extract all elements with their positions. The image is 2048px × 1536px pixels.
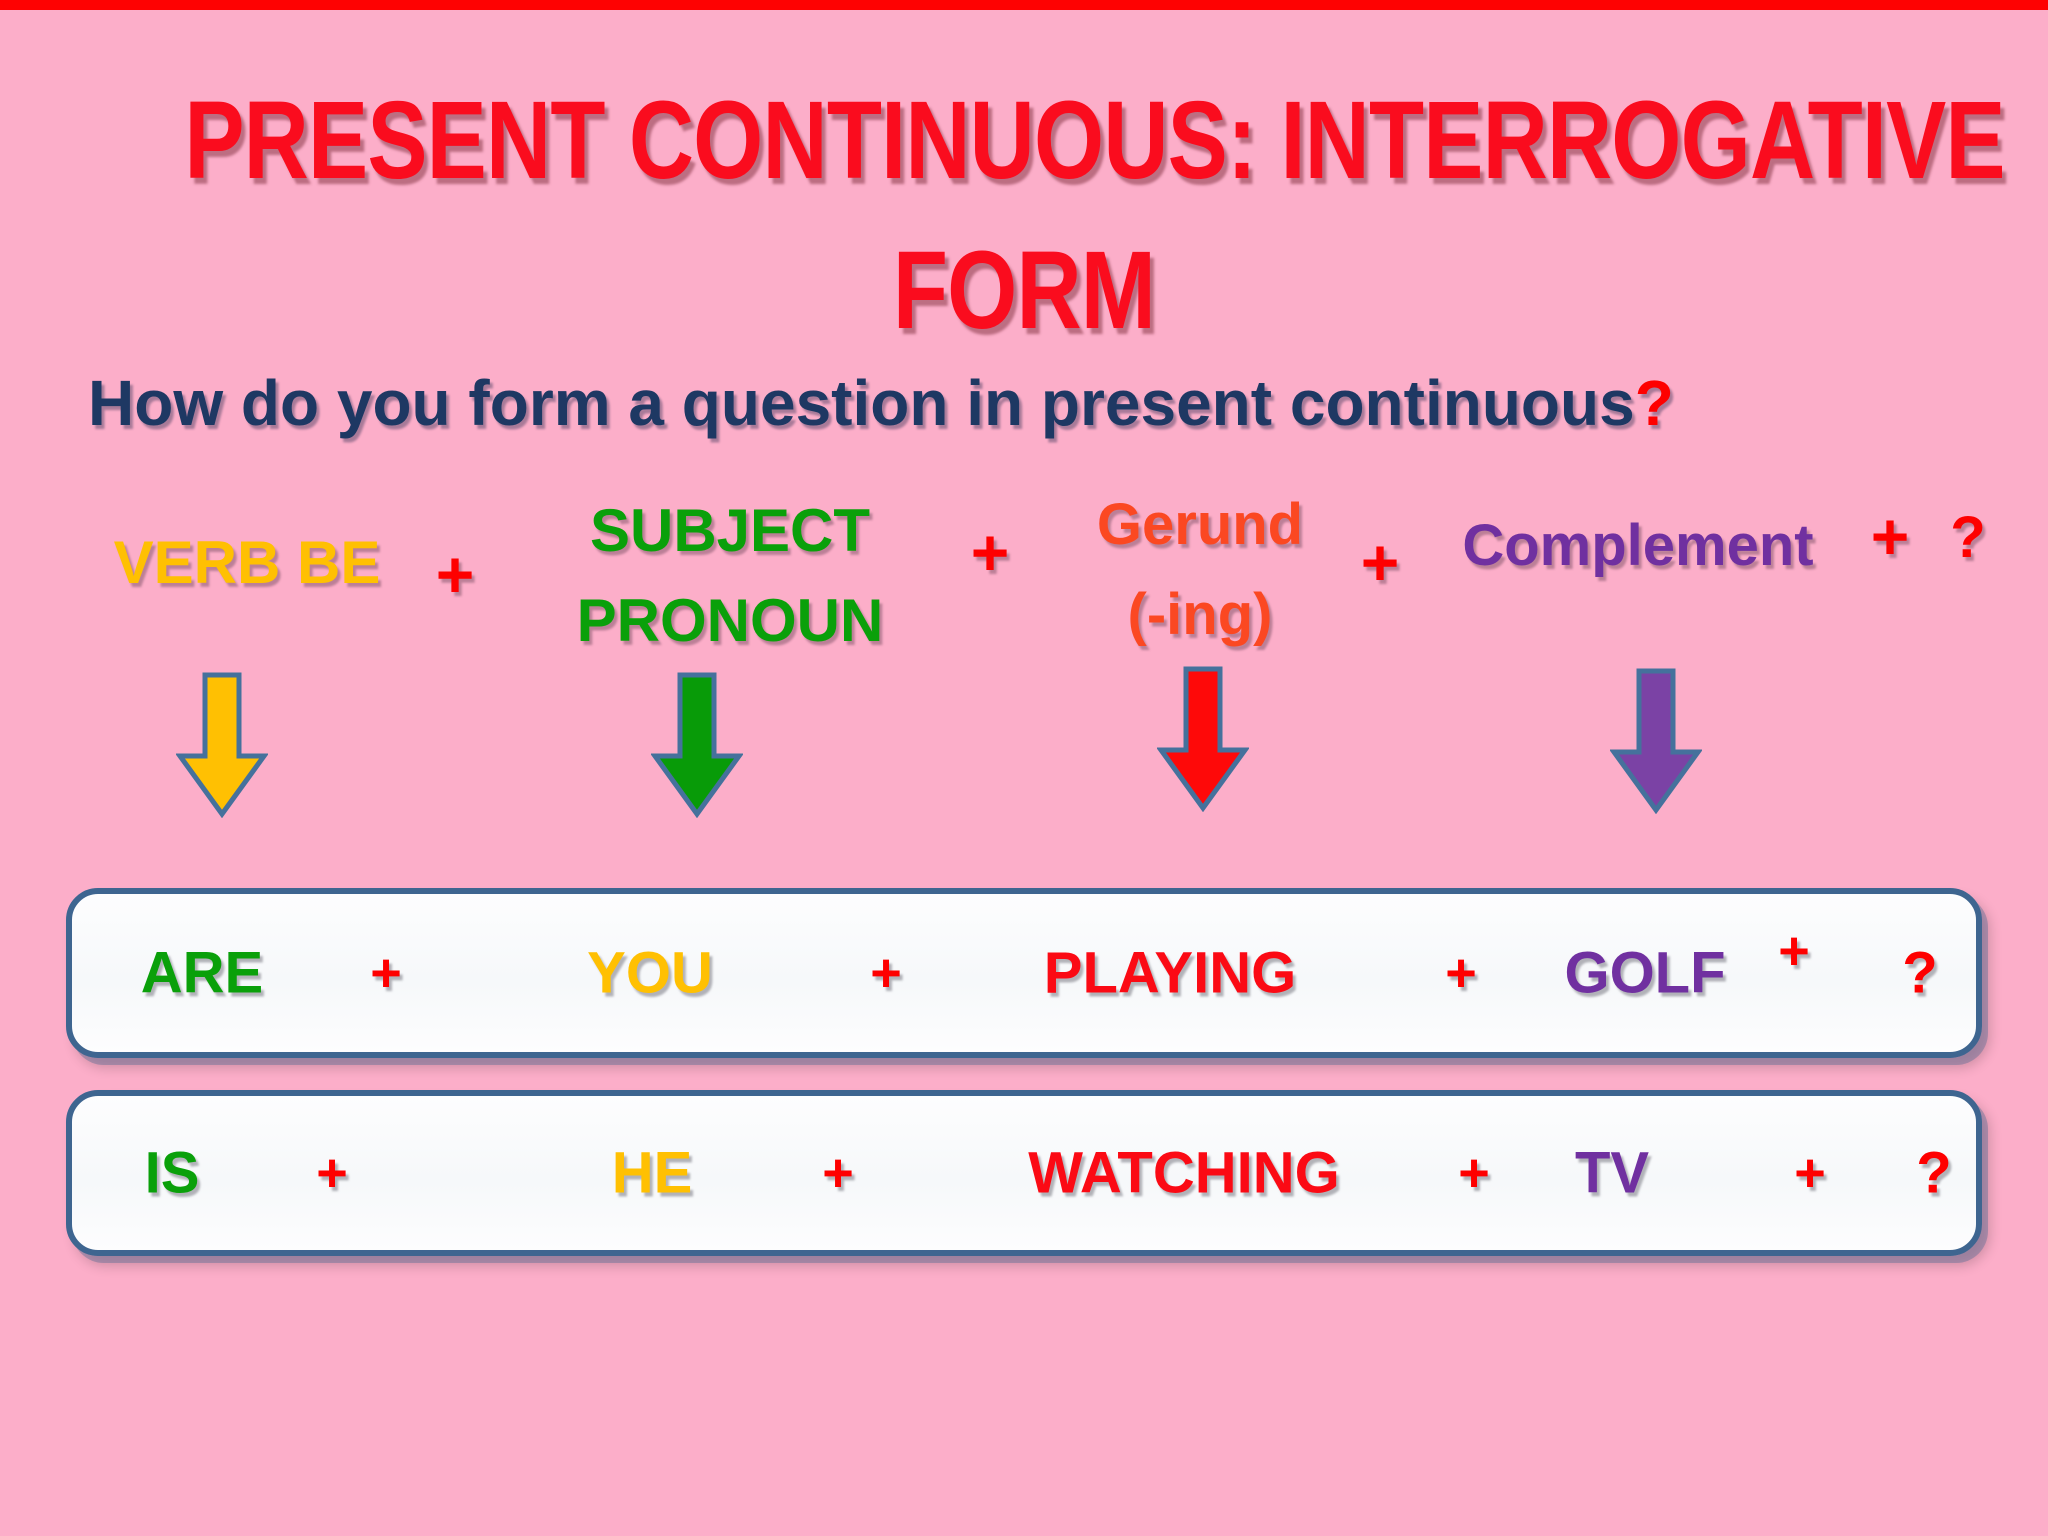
formula-question-mark: ? <box>1950 505 1986 570</box>
subject-down-arrow <box>651 672 743 818</box>
subtitle-question-mark: ? <box>1634 367 1674 439</box>
example1-plus-4: + <box>1778 920 1810 981</box>
example1-verb-be: ARE <box>140 940 264 1006</box>
example2-subject: HE <box>611 1140 693 1206</box>
gerund-down-arrow <box>1157 666 1249 812</box>
example1-question-mark: ? <box>1902 940 1938 1006</box>
example2-gerund: WATCHING <box>1028 1140 1340 1206</box>
example2-plus-2: + <box>822 1143 854 1203</box>
formula-subject-pronoun: SUBJECT PRONOUN <box>577 486 884 666</box>
example1-plus-2: + <box>870 943 902 1003</box>
formula-plus-2: + <box>970 515 1010 589</box>
formula-gerund: Gerund (-ing) <box>1097 480 1303 660</box>
complement-down-arrow <box>1610 668 1702 814</box>
example1-gerund: PLAYING <box>1043 940 1297 1006</box>
example1-plus-1: + <box>370 943 402 1003</box>
formula-gerund-line2: (-ing) <box>1127 582 1273 647</box>
example2-verb-be: IS <box>144 1140 200 1206</box>
example2-plus-3: + <box>1458 1143 1490 1203</box>
formula-plus-1: + <box>435 537 475 611</box>
verb-be-arrow-shape <box>176 672 268 818</box>
example1-subject: YOU <box>587 940 713 1006</box>
formula-complement: Complement <box>1462 513 1814 578</box>
arrows-row <box>0 666 2048 822</box>
formula-plus-3: + <box>1360 525 1400 599</box>
example2-plus-1: + <box>316 1143 348 1203</box>
formula-gerund-line1: Gerund <box>1096 492 1304 557</box>
formula-subject-line2: PRONOUN <box>576 587 884 654</box>
example2-complement: TV <box>1574 1140 1650 1206</box>
example1-plus-3: + <box>1445 943 1477 1003</box>
page-title: PRESENT CONTINUOUS: INTERROGATIVE FORM <box>0 66 2048 366</box>
example2-question-mark: ? <box>1916 1140 1952 1206</box>
formula-verb-be: VERB BE <box>113 529 381 596</box>
formula-plus-4: + <box>1870 499 1910 573</box>
page-title-line2: FORM <box>892 229 1156 352</box>
formula-subject-line1: SUBJECT <box>589 497 871 564</box>
top-accent-strip <box>0 0 2048 10</box>
subtitle-text: How do you form a question in present co… <box>88 367 1635 439</box>
example-sentence-1: ARE + YOU + PLAYING + GOLF + ? <box>66 888 1982 1058</box>
gerund-arrow-shape <box>1157 666 1249 812</box>
complement-arrow-shape <box>1610 668 1702 814</box>
page-title-line1: PRESENT CONTINUOUS: INTERROGATIVE <box>184 79 2005 202</box>
example1-complement: GOLF <box>1564 940 1726 1006</box>
example-sentence-2: IS + HE + WATCHING + TV + ? <box>66 1090 1982 1256</box>
subtitle: How do you form a question in present co… <box>88 366 1674 440</box>
subject-arrow-shape <box>651 672 743 818</box>
example2-plus-4: + <box>1794 1143 1826 1203</box>
verb-be-down-arrow <box>176 672 268 818</box>
